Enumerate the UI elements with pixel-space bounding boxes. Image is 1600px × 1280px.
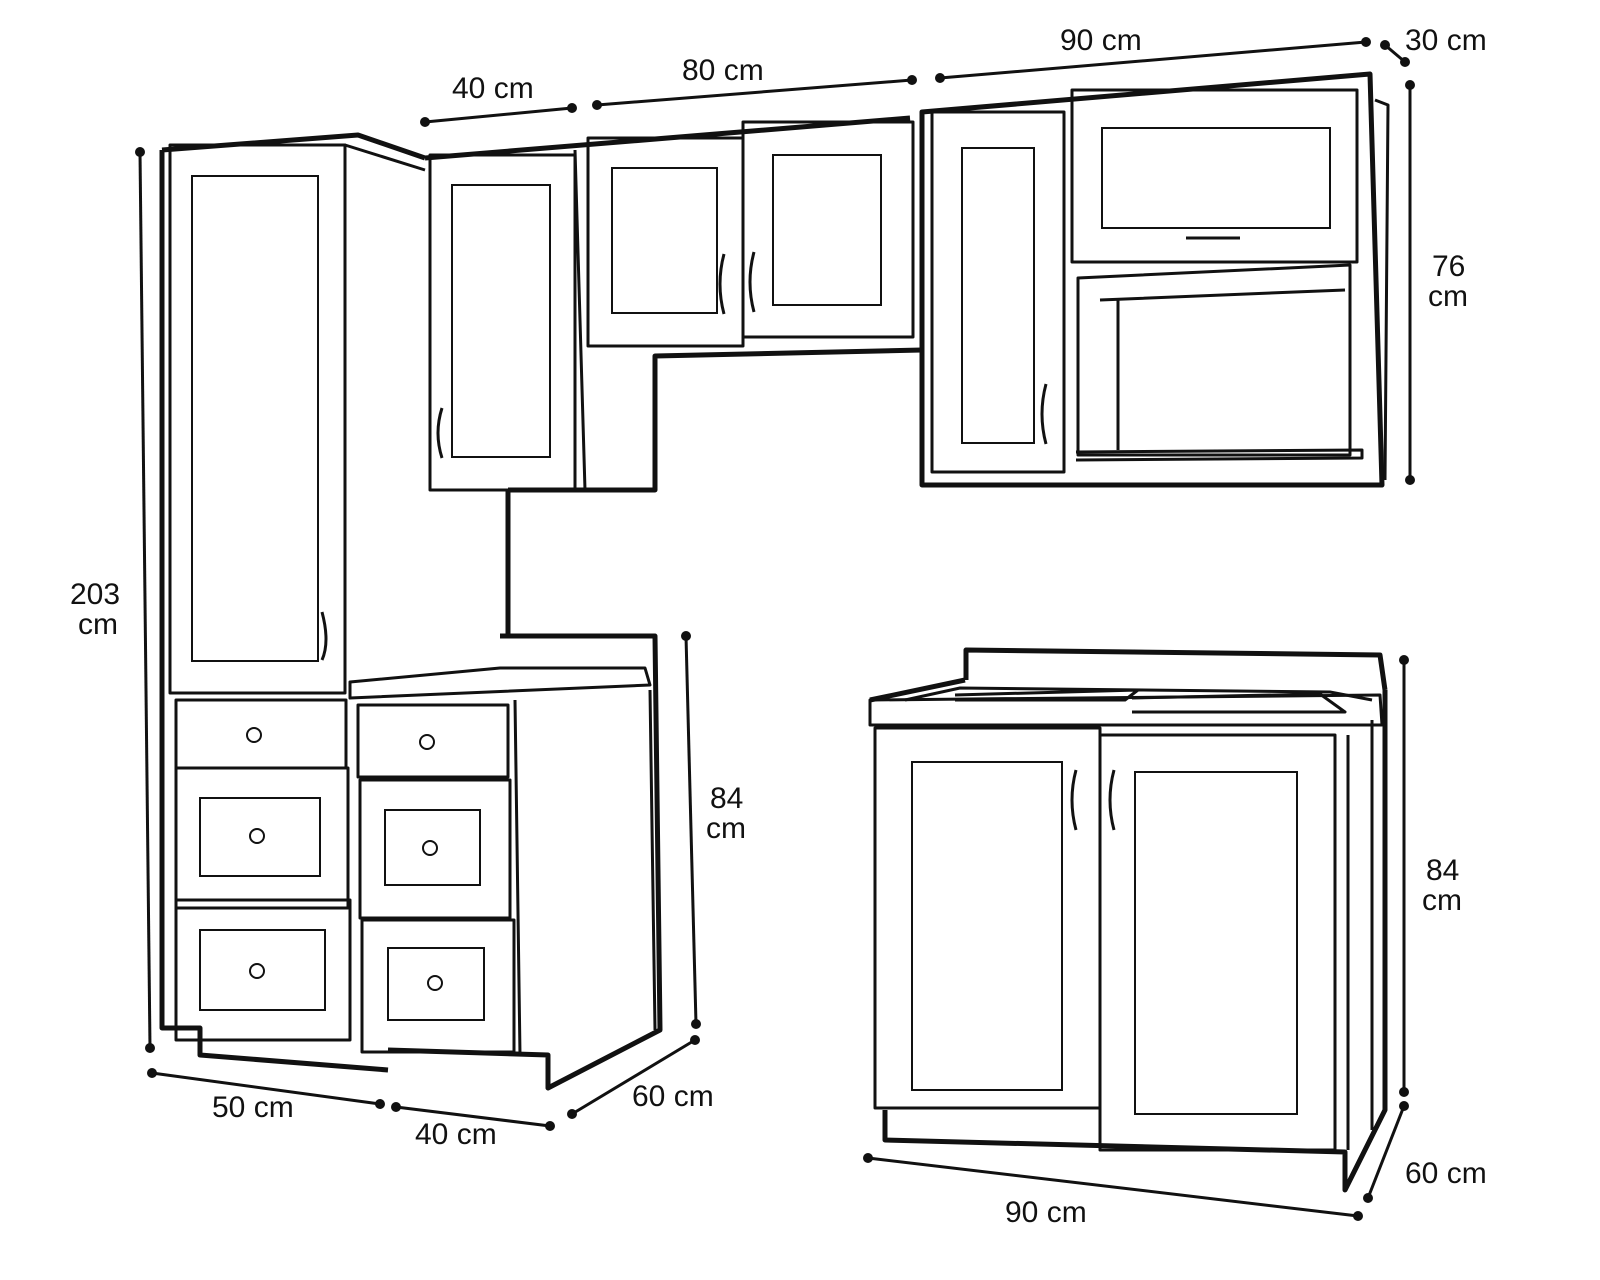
label-right-base-width: 90 cm bbox=[1005, 1196, 1087, 1229]
tall-cabinet bbox=[159, 132, 426, 1073]
dimension-lines bbox=[135, 37, 1415, 1221]
label-upper-middle-width: 80 cm bbox=[682, 54, 764, 87]
label-upper-right-depth: 30 cm bbox=[1405, 24, 1487, 57]
upper-middle-handles-icon bbox=[718, 251, 756, 315]
upper-right-cabinet bbox=[919, 71, 1390, 488]
sink-handles-icon bbox=[1070, 769, 1116, 831]
label-left-base-height-value: 84 bbox=[710, 782, 743, 815]
label-right-base-depth: 60 cm bbox=[1405, 1157, 1487, 1190]
label-upper-height-value: 76 bbox=[1432, 250, 1465, 283]
label-right-base-height-value: 84 bbox=[1426, 854, 1459, 887]
sink-base-cabinet bbox=[868, 647, 1388, 1193]
label-left-base-height-unit: cm bbox=[706, 812, 746, 845]
label-drawer-base-width: 40 cm bbox=[415, 1118, 497, 1151]
tall-handle-icon bbox=[320, 611, 328, 661]
upper-left-cabinets bbox=[424, 115, 923, 636]
label-left-base-depth: 60 cm bbox=[632, 1080, 714, 1113]
label-upper-right-width: 90 cm bbox=[1060, 24, 1142, 57]
label-tall-height-unit: cm bbox=[78, 608, 118, 641]
upper-right-handle-icon bbox=[1040, 383, 1048, 445]
label-tall-height-value: 203 bbox=[70, 578, 120, 611]
upper-left-handle-icon bbox=[436, 407, 444, 459]
label-upper-height-unit: cm bbox=[1428, 280, 1468, 313]
label-tall-width: 50 cm bbox=[212, 1091, 294, 1124]
drawer-base-cabinet bbox=[348, 633, 663, 1091]
label-upper-left-width: 40 cm bbox=[452, 72, 534, 105]
label-right-base-height-unit: cm bbox=[1422, 884, 1462, 917]
